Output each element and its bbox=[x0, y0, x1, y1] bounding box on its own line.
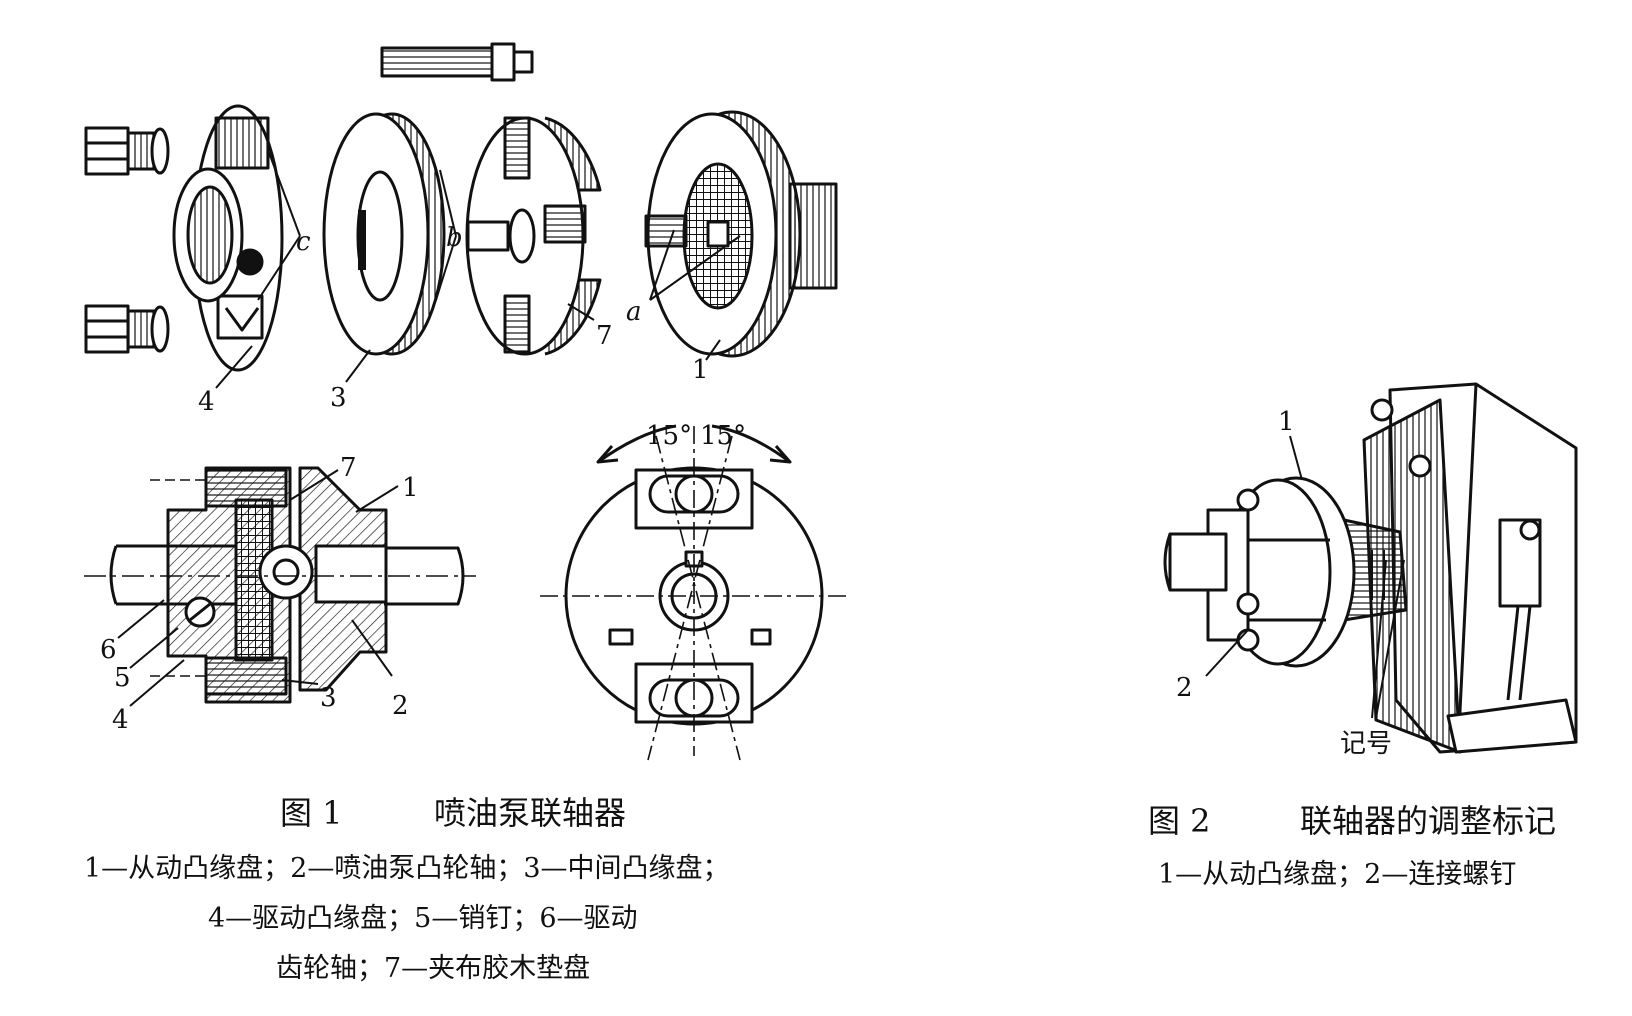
figure2-labels: 1 2 记号 bbox=[1176, 407, 1392, 759]
figure1-legend-line-3: 齿轮轴；7—夹布胶木垫盘 bbox=[276, 953, 591, 984]
bakelite-disc bbox=[465, 116, 602, 356]
label-part-7: 7 bbox=[596, 321, 613, 351]
figure1-legend-line-2: 4—驱动凸缘盘；5—销钉；6—驱动 bbox=[208, 903, 638, 934]
exploded-leaders bbox=[215, 149, 741, 389]
figure2-number: 图 2 bbox=[1148, 802, 1211, 840]
pin-part bbox=[380, 42, 534, 82]
angle-left: 15° bbox=[646, 421, 692, 451]
label-part-4: 4 bbox=[198, 387, 215, 417]
figure1-number: 图 1 bbox=[280, 794, 343, 832]
label-section-4: 4 bbox=[112, 705, 129, 735]
label-section-6: 6 bbox=[100, 635, 117, 665]
figure2-legend-line-1: 1—从动凸缘盘；2—连接螺钉 bbox=[1158, 859, 1517, 890]
label-part-3: 3 bbox=[330, 383, 347, 413]
bolt-upper bbox=[84, 126, 170, 176]
fig2-label-1: 1 bbox=[1278, 407, 1295, 437]
figure2-drawing bbox=[1163, 382, 1578, 754]
angle-right: 15° bbox=[700, 421, 746, 451]
driving-flange bbox=[172, 104, 284, 372]
driven-flange bbox=[644, 110, 838, 358]
label-section-3: 3 bbox=[320, 683, 337, 713]
label-section-1: 1 bbox=[402, 473, 419, 503]
bolt-lower bbox=[84, 304, 170, 354]
label-section-7: 7 bbox=[340, 453, 357, 483]
section-view bbox=[84, 466, 476, 707]
figure1-angle-labels: 15° 15° bbox=[646, 421, 746, 451]
label-b: b bbox=[446, 223, 463, 253]
figure1-legend-line-1: 1—从动凸缘盘；2—喷油泵凸轮轴；3—中间凸缘盘； bbox=[84, 853, 730, 884]
fig2-label-2: 2 bbox=[1176, 673, 1193, 703]
label-c: c bbox=[296, 227, 311, 257]
end-view bbox=[540, 424, 850, 761]
label-section-5: 5 bbox=[114, 663, 131, 693]
label-part-1: 1 bbox=[692, 355, 709, 385]
label-section-2: 2 bbox=[392, 691, 409, 721]
figure1-exploded-labels: 4 3 7 1 c b a bbox=[198, 223, 709, 417]
exploded-view bbox=[84, 42, 838, 389]
label-a: a bbox=[626, 297, 642, 327]
fig2-mark-label: 记号 bbox=[1340, 729, 1392, 759]
intermediate-flange bbox=[322, 112, 446, 356]
figure2-title: 联轴器的调整标记 bbox=[1300, 802, 1557, 840]
figure1-section-labels: 7 1 6 5 4 3 2 bbox=[100, 453, 419, 735]
figure1-title: 喷油泵联轴器 bbox=[434, 794, 627, 832]
